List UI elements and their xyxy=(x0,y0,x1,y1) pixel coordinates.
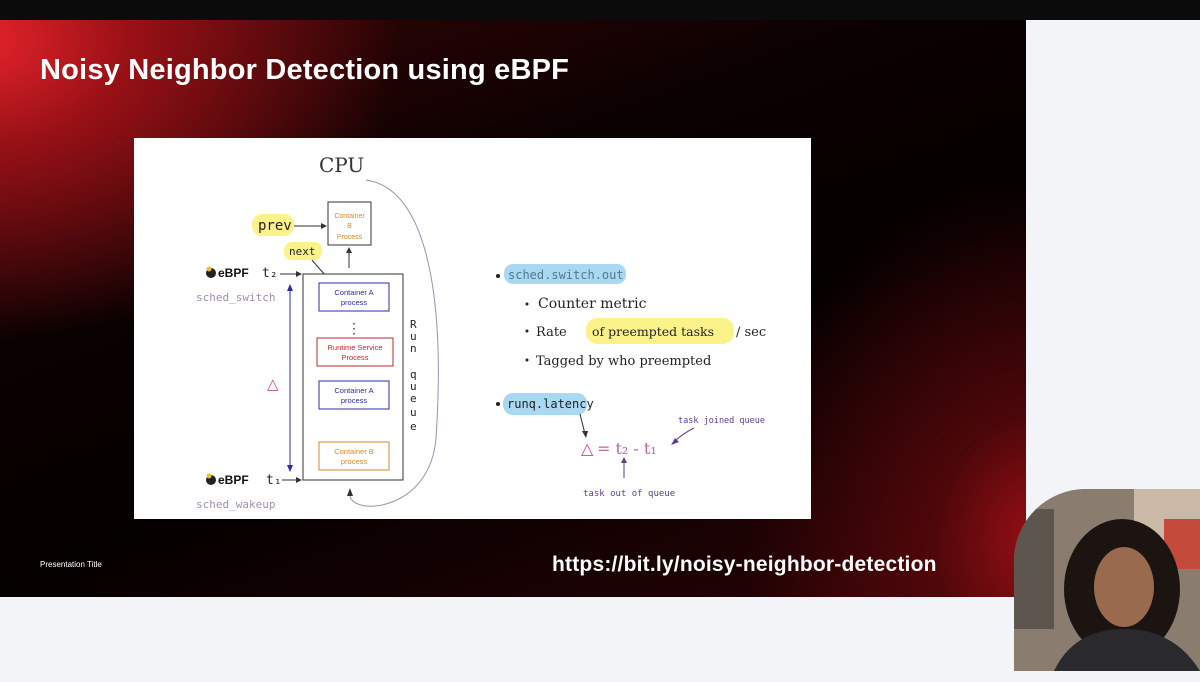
cpu-label: CPU xyxy=(319,153,364,177)
svg-text:Container A: Container A xyxy=(334,386,373,395)
prev-highlight xyxy=(252,214,294,236)
svg-text:u: u xyxy=(410,380,417,393)
slide: Noisy Neighbor Detection using eBPF CPU … xyxy=(0,20,1026,597)
queue-item-3 xyxy=(318,380,390,410)
metric2-highlight xyxy=(503,393,587,415)
svg-text:n: n xyxy=(410,342,417,355)
svg-text:process: process xyxy=(341,298,368,307)
queue-ellipsis: ⋮ xyxy=(347,320,361,336)
metric1-label: sched.switch.out xyxy=(508,268,624,282)
cpu-box-line-3: Process xyxy=(337,234,363,241)
prev-label: prev xyxy=(258,218,292,234)
loop-arc xyxy=(349,179,439,507)
metric1-sub-1: Counter metric xyxy=(538,296,647,312)
svg-text:e: e xyxy=(410,420,417,433)
cpu-container-box xyxy=(327,201,372,246)
diagram-svg: CPU Container B Process prev next xyxy=(196,153,766,511)
preempted-highlight xyxy=(586,318,734,344)
run-queue-label: R u n q u e u e xyxy=(410,318,417,433)
svg-text:Container A: Container A xyxy=(334,288,373,297)
slide-link[interactable]: https://bit.ly/noisy-neighbor-detection xyxy=(552,553,937,576)
queue-item-4 xyxy=(318,441,390,471)
top-bar xyxy=(0,0,1200,20)
svg-text:R: R xyxy=(410,318,417,331)
sched-switch-label: sched_switch xyxy=(196,291,275,304)
next-highlight xyxy=(284,242,322,260)
metric1-sub-2c: / sec xyxy=(736,325,766,340)
ebpf-top-label: eBPF xyxy=(218,266,249,280)
svg-text:process: process xyxy=(341,457,368,466)
footer-presentation-title: Presentation Title xyxy=(40,560,102,569)
presenter-image xyxy=(1014,489,1200,671)
svg-text:Container B: Container B xyxy=(334,447,374,456)
svg-text:q: q xyxy=(410,368,417,381)
t2-label: t₂ xyxy=(262,266,278,281)
metric1-sub-3: Tagged by who preempted xyxy=(536,354,711,369)
note-out: task out of queue xyxy=(583,489,675,499)
svg-text:Process: Process xyxy=(341,353,368,362)
metric1-sub-2b: of preempted tasks xyxy=(592,324,714,339)
formula-delta: △ xyxy=(581,441,594,458)
metric1-sub-2a: Rate xyxy=(536,325,567,340)
svg-text:u: u xyxy=(410,330,417,343)
delta-label: △ xyxy=(267,376,279,393)
svg-text:u: u xyxy=(410,406,417,419)
formula-rest: = t₂ - t₁ xyxy=(597,439,657,458)
queue-item-1 xyxy=(318,282,390,312)
ebpf-bottom-label: eBPF xyxy=(218,473,249,487)
cpu-box-line-2: B xyxy=(347,223,352,230)
metric1-highlight xyxy=(504,264,626,284)
next-label: next xyxy=(289,245,316,258)
presenter-video-thumbnail xyxy=(1014,489,1200,671)
diagram-image: CPU Container B Process prev next xyxy=(134,138,811,519)
note-joined: task joined queue xyxy=(678,416,765,426)
svg-text:process: process xyxy=(341,396,368,405)
cpu-box-line-1: Container xyxy=(334,213,365,220)
queue-item-2 xyxy=(316,337,394,367)
svg-text:e: e xyxy=(410,392,417,405)
t1-label: t₁ xyxy=(266,473,282,488)
metric2-label: runq.latency xyxy=(507,397,594,411)
sched-wakeup-label: sched_wakeup xyxy=(196,498,275,511)
svg-text:Runtime Service: Runtime Service xyxy=(327,343,382,352)
slide-title: Noisy Neighbor Detection using eBPF xyxy=(40,54,570,86)
